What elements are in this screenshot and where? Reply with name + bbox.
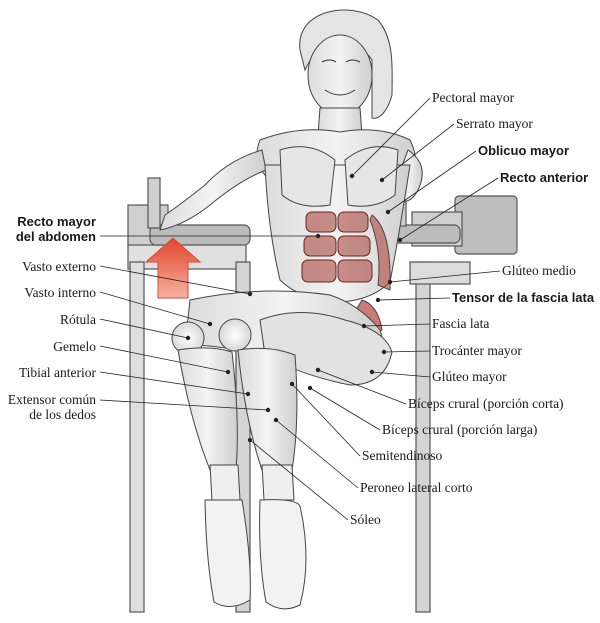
label-line: Rótula [60, 312, 96, 327]
label-line: Peroneo lateral corto [360, 480, 473, 495]
label-tibial-anterior: Tibial anterior [4, 365, 96, 380]
label-line: Bíceps crural (porción larga) [382, 422, 538, 437]
label-line: Vasto interno [24, 285, 96, 300]
label-recto-mayor: Recto mayor del abdomen [8, 214, 96, 244]
leader-lines [99, 97, 501, 521]
label-line: Recto anterior [500, 170, 589, 185]
label-gluteo-medio: Glúteo medio [502, 263, 576, 278]
label-line: Glúteo medio [502, 263, 576, 278]
label-fascia-lata: Fascia lata [432, 316, 489, 331]
label-line: Pectoral mayor [432, 90, 515, 105]
label-line: Tibial anterior [18, 365, 96, 380]
label-line: Extensor común [7, 392, 96, 407]
body-figure [159, 9, 423, 610]
label-serrato-mayor: Serrato mayor [456, 116, 533, 131]
label-line: Semitendinoso [362, 448, 443, 463]
label-vasto-interno: Vasto interno [8, 285, 96, 300]
label-pectoral-mayor: Pectoral mayor [432, 90, 514, 105]
label-gluteo-mayor: Glúteo mayor [432, 369, 507, 384]
label-line: Glúteo mayor [432, 369, 507, 384]
label-line: Oblicuo mayor [478, 143, 570, 158]
label-line: Trocánter mayor [432, 343, 522, 358]
label-tensor-fascia: Tensor de la fascia lata [452, 290, 594, 305]
label-recto-anterior: Recto anterior [500, 170, 588, 185]
label-soleo: Sóleo [350, 512, 381, 527]
label-trocanter-mayor: Trocánter mayor [432, 343, 522, 358]
label-line: del abdomen [15, 229, 96, 244]
label-rotula: Rótula [8, 312, 96, 327]
label-biceps-corta: Bíceps crural (porción corta) [408, 396, 564, 411]
label-biceps-larga: Bíceps crural (porción larga) [382, 422, 537, 437]
label-line: Recto mayor [17, 214, 96, 229]
label-extensor-comun: Extensor común de los dedos [4, 392, 96, 422]
label-line: Vasto externo [22, 259, 96, 274]
label-peroneo: Peroneo lateral corto [360, 480, 472, 495]
label-gemelo: Gemelo [8, 339, 96, 354]
red-arrow-icon [144, 237, 202, 299]
label-oblicuo-mayor: Oblicuo mayor [478, 143, 569, 158]
label-line: Bíceps crural (porción corta) [408, 396, 564, 411]
label-semitendinoso: Semitendinoso [362, 448, 442, 463]
recto-mayor-muscle [301, 211, 373, 283]
label-vasto-externo: Vasto externo [8, 259, 96, 274]
label-line: Fascia lata [432, 316, 490, 331]
label-line: de los dedos [29, 407, 96, 422]
label-line: Gemelo [53, 339, 96, 354]
label-line: Sóleo [350, 512, 381, 527]
label-line: Tensor de la fascia lata [452, 290, 595, 305]
label-line: Serrato mayor [456, 116, 533, 131]
